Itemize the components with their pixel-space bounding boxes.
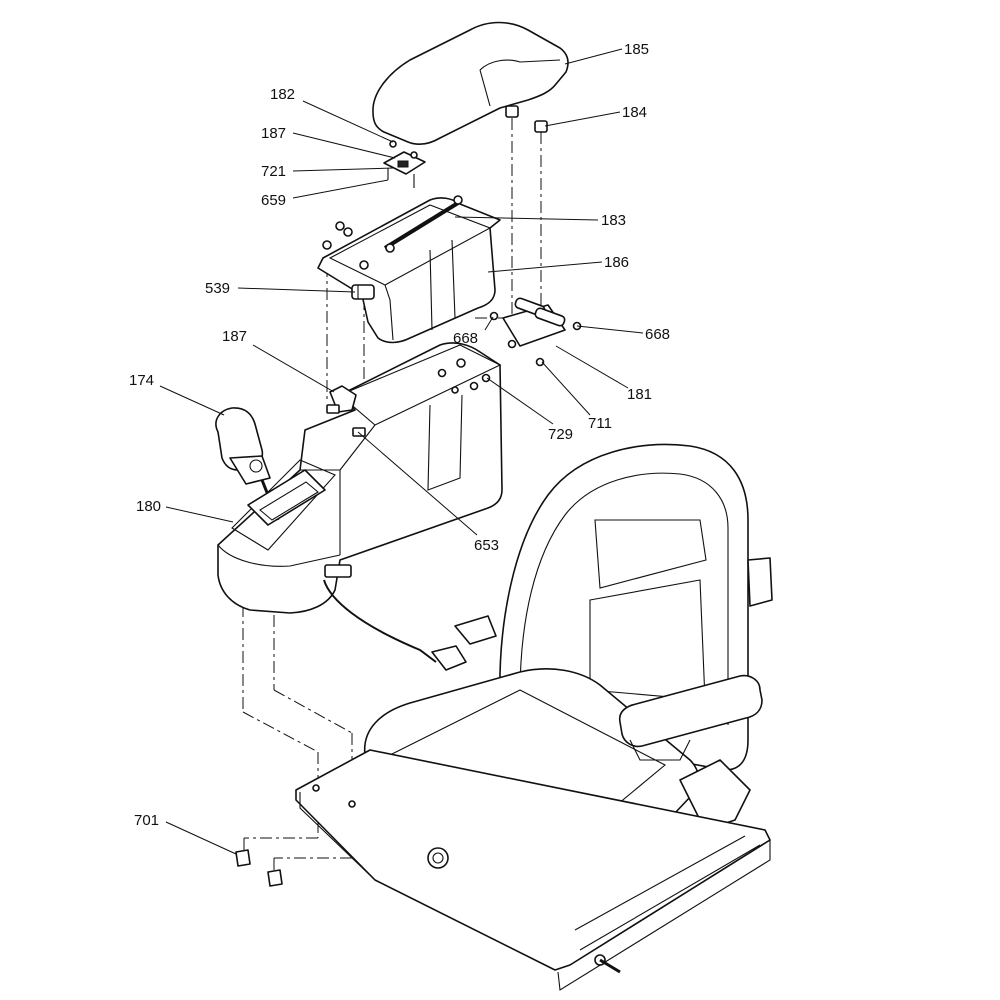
callout-659: 659 — [261, 192, 286, 209]
callout-729: 729 — [548, 426, 573, 443]
callout-187-console: 187 — [222, 328, 247, 345]
latch-187b — [326, 385, 366, 437]
callout-180: 180 — [136, 498, 161, 515]
bolt-701 — [235, 849, 283, 887]
callout-187-latch: 187 — [261, 125, 286, 142]
callout-721: 721 — [261, 163, 286, 180]
callout-668-left: 668 — [453, 330, 478, 347]
hinge-bracket-181 — [489, 297, 582, 367]
callout-183: 183 — [601, 212, 626, 229]
latch-plate-187 — [383, 140, 426, 188]
operator-seat — [295, 443, 773, 991]
leader-lines — [159, 48, 644, 855]
armrest-pad-185 — [372, 21, 569, 146]
callout-184: 184 — [622, 104, 647, 121]
callout-174: 174 — [129, 372, 154, 389]
storage-box-186 — [317, 197, 501, 344]
cable-harness — [323, 579, 497, 671]
spacer-184 — [505, 105, 548, 133]
joystick-174 — [215, 407, 326, 526]
callout-539: 539 — [205, 280, 230, 297]
console-180 — [217, 342, 503, 614]
callout-653: 653 — [474, 537, 499, 554]
hinge-539 — [351, 284, 375, 300]
callout-668-right: 668 — [645, 326, 670, 343]
callout-711: 711 — [588, 415, 612, 432]
callout-labels: 185 184 182 187 721 659 183 186 539 668 … — [129, 41, 670, 829]
callout-701: 701 — [134, 812, 159, 829]
callout-186: 186 — [604, 254, 629, 271]
callout-182: 182 — [270, 86, 295, 103]
callout-181: 181 — [627, 386, 652, 403]
callout-185: 185 — [624, 41, 649, 58]
gas-strut-183 — [322, 195, 463, 270]
